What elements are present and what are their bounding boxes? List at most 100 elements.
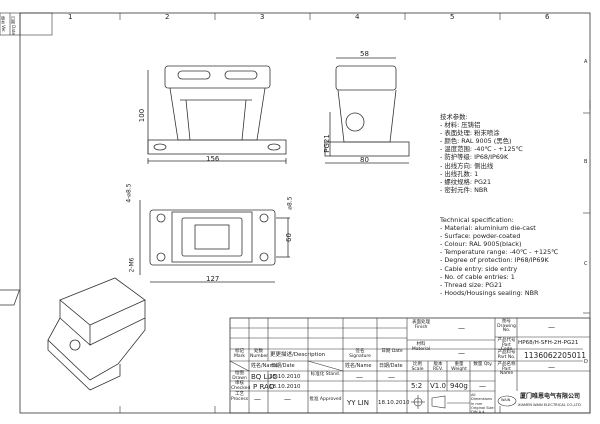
zone-col-1: 1 <box>68 13 73 21</box>
checked-name: P RAO <box>253 383 275 391</box>
drawing-no-label: 图号 Drawing No. <box>497 319 516 334</box>
dim-holes: 4-⌀8.5 <box>125 183 133 203</box>
approved-date: 18.10.2010 <box>378 400 410 406</box>
drawn-date: 18.10.2010 <box>269 374 301 380</box>
zone-col-2: 2 <box>165 13 170 21</box>
part-code-label: 产品代号 Part Code <box>497 338 516 353</box>
zone-row-d: D <box>584 359 588 365</box>
stand-label: 标准化 Stand. <box>310 372 341 377</box>
part-no-label: 产品料号 Part No. <box>497 350 516 360</box>
spec-en-item: - Temperature range: -40℃ - +125℃ <box>440 248 559 257</box>
spec-cn-item: - 密封元件: NBR <box>440 185 488 194</box>
spec-cn-title: 技术参数: <box>440 113 468 121</box>
spec-cn-item: - 螺纹规格: PG21 <box>440 177 492 186</box>
dim-80: 80 <box>360 156 369 164</box>
stand-name: — <box>356 373 363 381</box>
qty-value: — <box>479 382 486 390</box>
side-view <box>324 57 410 164</box>
date-header-2: 日期/Date <box>271 363 295 369</box>
zone-row-a: A <box>584 59 588 65</box>
title-block-grid <box>229 317 591 414</box>
spec-cn-item: - 材料: 压铸铝 <box>440 121 481 130</box>
spec-cn-item: - 出线方向: 侧出线 <box>440 161 494 170</box>
finish-value: — <box>458 324 465 332</box>
zone-row-b: B <box>584 159 588 165</box>
checked-label: 审核 Checked <box>231 381 251 391</box>
part-no-value: 1136062205011 <box>524 351 587 360</box>
spec-en-item: - Cable entry: side entry <box>440 264 518 273</box>
third-angle-projection-icon <box>411 395 446 409</box>
approved-name: YY LIN <box>347 399 369 407</box>
dimensions-note: All Dimensions in mm Original Size DIN A… <box>471 393 494 415</box>
dim-100: 100 <box>138 108 147 123</box>
spec-en-item: - Material: aluminium die-cast <box>440 224 536 233</box>
top-view <box>139 200 290 283</box>
number-header: 处数 Number <box>250 349 269 359</box>
name-header-2: 姓名/Name <box>345 363 372 369</box>
spec-cn-item: - 颜色: RAL 9005 (黑色) <box>440 137 512 146</box>
stand-date: — <box>388 373 395 381</box>
company-name-cn: 厦门唯恩电气有限公司 <box>520 393 581 400</box>
spec-cn-item: - 温度范围: -40℃ - +125℃ <box>440 145 523 154</box>
qty-label: 数量 Qty. <box>473 362 493 367</box>
spec-en-item: - Colour: RAL 9005(black) <box>440 240 522 249</box>
scale-label: 比例 Scale <box>411 362 424 372</box>
company-logo-text: WAIN <box>501 398 511 402</box>
spec-cn: 技术参数: - 材料: 压铸铝 - 表面处理: 粉末喷涂 - 颜色: RAL 9… <box>440 113 523 194</box>
spec-en-item: - Hoods/Housings sealing: NBR <box>440 288 539 297</box>
company-logo-icon <box>497 395 517 407</box>
material-label: 材料 Material <box>411 342 431 352</box>
spec-en-title: Technical specification: <box>440 216 514 224</box>
spec-en-item: - No. of cable entries: 1 <box>440 272 515 281</box>
rev-value: V1.0 <box>430 382 446 390</box>
company-name-en: XIAMEN WAIN ELECTRICAL CO.,LTD <box>518 403 581 407</box>
name-header: 姓名/Name <box>251 363 278 369</box>
revision-date-label: 日期 Date <box>11 16 16 35</box>
signature-header: 签名 Signature <box>349 349 371 359</box>
front-view <box>147 65 287 164</box>
process-label: 工艺 Process <box>231 392 249 402</box>
spec-en: Technical specification: - Material: alu… <box>440 216 558 297</box>
dim-m6: 2-M6 <box>128 257 136 273</box>
spec-en-item: - Thread size: PG21 <box>440 280 503 289</box>
zone-row-c: C <box>584 261 588 267</box>
zone-col-4: 4 <box>355 13 360 21</box>
spec-cn-item: - 表面处理: 粉末喷涂 <box>440 129 500 138</box>
dim-hole-dia: ⌀8.5 <box>286 196 294 210</box>
mark-header: 标记 Mark <box>233 349 246 359</box>
part-name-label: 产品名称 Part Name <box>497 362 516 377</box>
spec-cn-item: - 防护等级: IP68/IP69K <box>440 153 509 162</box>
checked-date: 18.10.2010 <box>269 384 301 390</box>
zone-col-5: 5 <box>450 13 455 21</box>
zone-col-3: 3 <box>260 13 265 21</box>
process-date: — <box>284 395 291 403</box>
isometric-view <box>0 277 146 391</box>
spec-en-item: - Surface: powder-coated <box>440 232 521 241</box>
weight-label: 重量 Weight <box>451 362 467 372</box>
spec-en-item: - Degree of protection: IP68/IP69K <box>440 256 549 265</box>
finish-label: 表面处理 Finish <box>412 320 430 330</box>
part-code-value: HP68/H-SFH-2H-PG21 <box>518 340 579 346</box>
zone-col-6: 6 <box>545 13 550 21</box>
date-header: 日期 Date <box>381 349 403 354</box>
spec-cn-item: - 出线孔数: 1 <box>440 169 479 178</box>
description-header: 更更描述/Description <box>270 352 326 358</box>
part-name-value: — <box>548 363 555 371</box>
date-header-3: 日期/Date <box>379 363 403 369</box>
scale-value: 5:2 <box>411 382 423 390</box>
rev-label: 版本 REV. <box>433 362 443 372</box>
drawn-name: BQ LUO <box>251 373 278 381</box>
approved-label: 批准 Approved <box>309 397 342 402</box>
dim-127: 127 <box>206 275 220 283</box>
weight-value: 940g <box>450 382 468 390</box>
revision-block <box>0 12 53 36</box>
dim-156: 156 <box>206 155 220 163</box>
dim-60: 60 <box>284 233 293 242</box>
material-value: — <box>458 349 465 357</box>
process-name: — <box>254 395 261 403</box>
revision-label: 版本 Ver. <box>1 16 6 33</box>
drawing-no-value: — <box>548 323 555 331</box>
dim-pg21: PG21 <box>322 134 331 153</box>
